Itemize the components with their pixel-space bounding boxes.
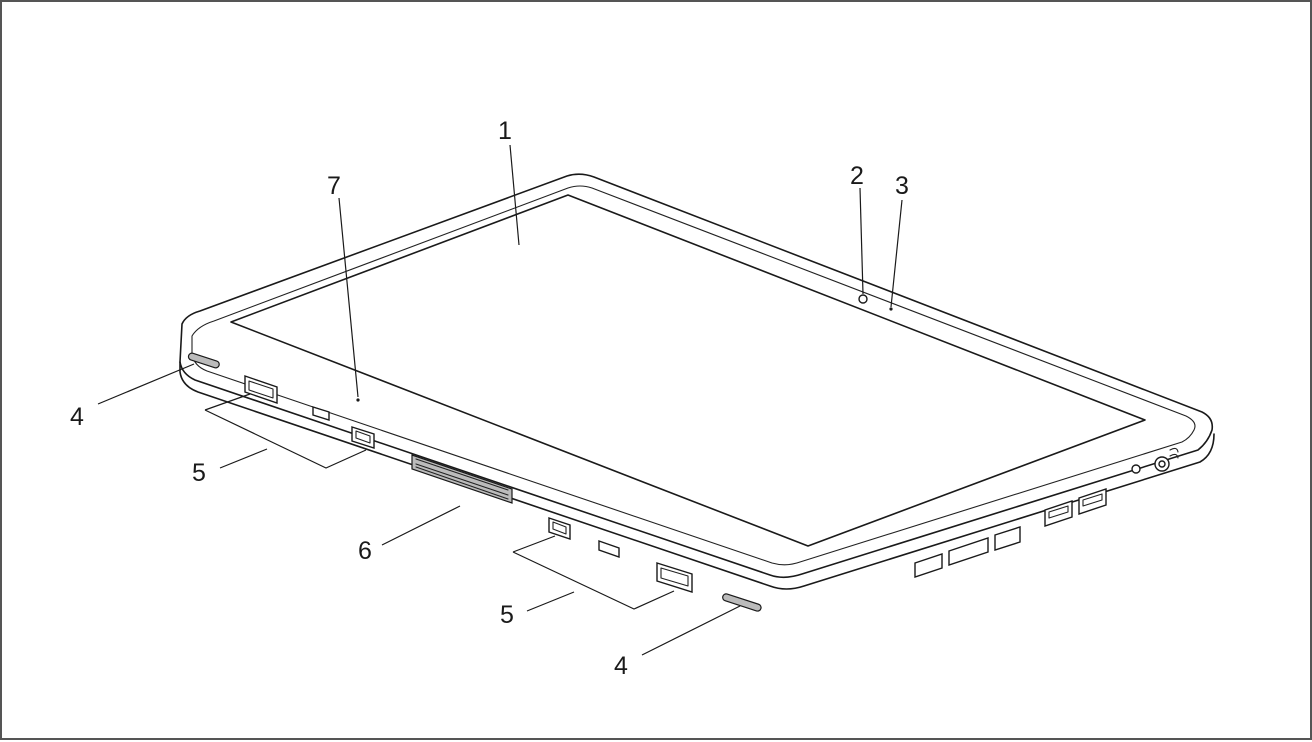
speaker-left-icon [187, 352, 220, 369]
callout-5-upper: 5 [192, 459, 206, 487]
leader-3 [890, 199, 903, 308]
microphone-icon [356, 398, 360, 402]
status-indicators-icon [1169, 447, 1179, 459]
usb-port-lower-icon [656, 562, 693, 593]
leader-lines [97, 144, 903, 656]
leader-4b [641, 605, 741, 656]
tablet-side-edge [179, 361, 1215, 590]
leader-6 [381, 505, 461, 546]
leader-4a [97, 363, 195, 405]
light-sensor-icon [889, 307, 893, 311]
callout-4-left: 4 [70, 403, 84, 431]
connectors-group-lower [548, 517, 693, 593]
callout-7: 7 [327, 172, 341, 200]
webcam-icon [858, 294, 868, 304]
bracket-5b-upper [512, 535, 556, 553]
callout-4-right: 4 [614, 652, 628, 680]
right-side-ports [914, 447, 1179, 578]
leader-7 [338, 197, 359, 398]
leader-5a [219, 448, 268, 469]
right-port-1-icon [914, 553, 943, 578]
leader-1 [509, 144, 520, 246]
right-port-3-icon [994, 526, 1021, 551]
usb-c-port-lower-icon [548, 517, 571, 540]
speaker-right-icon [722, 593, 762, 612]
callout-labels: 1 2 3 4 4 5 5 6 7 [70, 117, 909, 680]
docking-pin-icon [312, 406, 330, 421]
connectors-group-upper [244, 375, 375, 449]
bracket-5b-lower [512, 551, 675, 610]
docking-connector [411, 454, 513, 504]
callout-5-lower: 5 [500, 601, 514, 629]
audio-jack-icon [1131, 464, 1141, 474]
display-screen [230, 194, 1146, 547]
docking-pin-lower-icon [598, 540, 620, 558]
leader-2 [859, 187, 864, 295]
tablet-outer-outline [179, 173, 1214, 579]
callout-1: 1 [498, 117, 512, 145]
tablet-bezel-inner [191, 185, 1196, 566]
bracket-5a-upper [204, 393, 251, 411]
callout-3: 3 [895, 172, 909, 200]
leader-5b [526, 591, 575, 612]
callout-6: 6 [358, 537, 372, 565]
tablet-body [179, 173, 1215, 590]
bracket-5a-lower [204, 409, 367, 469]
callout-2: 2 [850, 162, 864, 190]
sd-card-slot-icon [948, 537, 989, 566]
